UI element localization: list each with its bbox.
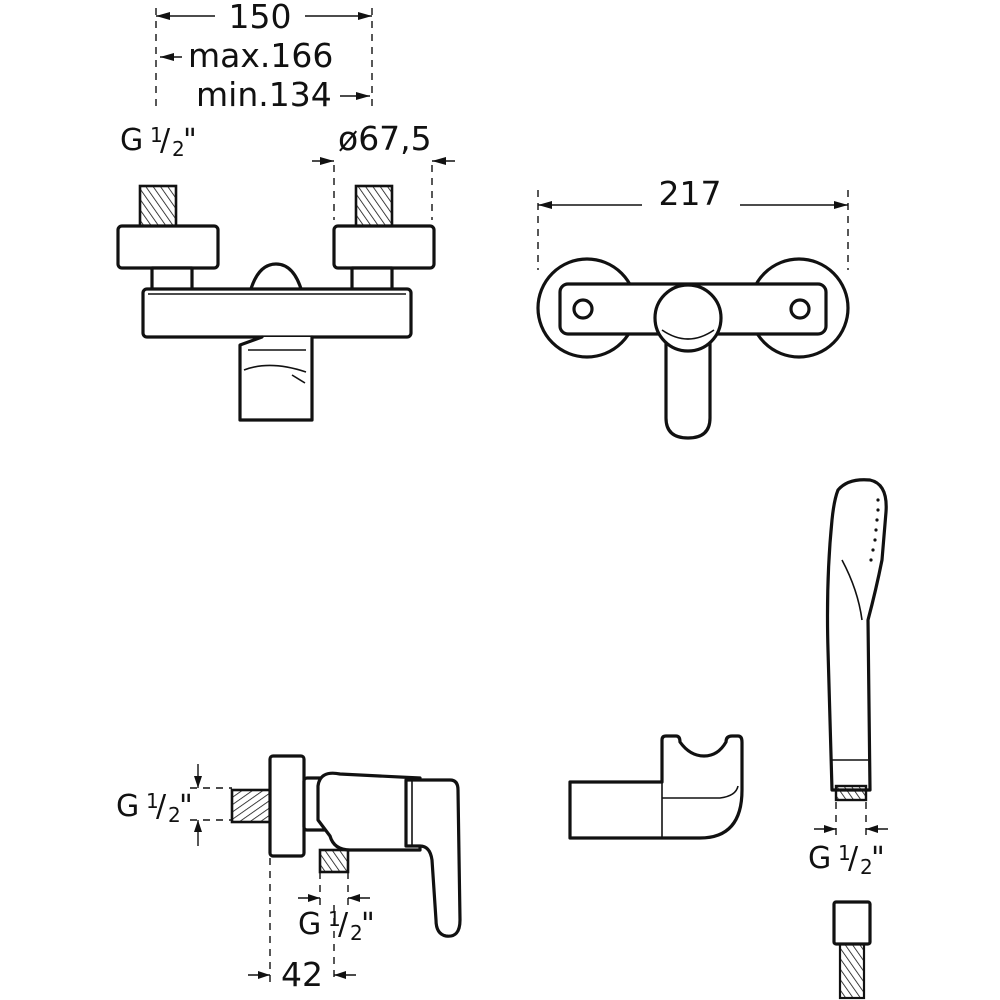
svg-text:G: G <box>808 841 831 876</box>
svg-text:": " <box>361 907 375 942</box>
svg-text:2: 2 <box>350 921 363 945</box>
dim-line-thread-side <box>190 764 232 846</box>
thread-label-bottom: G 1 / 2 " <box>298 907 375 945</box>
thread-slash: / <box>160 123 171 158</box>
dim-line-min134 <box>340 92 370 100</box>
svg-text:2: 2 <box>168 803 181 827</box>
shower-thread <box>834 784 868 802</box>
svg-text:G: G <box>116 789 139 824</box>
dim-150-label: 150 <box>229 0 292 36</box>
screw-left <box>572 298 594 320</box>
lever-dome <box>248 262 304 294</box>
dim-line-diameter <box>312 157 455 165</box>
screw-right <box>789 298 811 320</box>
outlet-front <box>238 335 314 422</box>
escutcheon-right <box>332 224 436 270</box>
connector-left <box>150 266 194 292</box>
svg-text:2: 2 <box>860 855 873 879</box>
dim-line-thread-shower <box>814 825 888 833</box>
side-outlet-thread <box>318 848 350 874</box>
svg-text:/: / <box>156 789 167 824</box>
dim-line-thread-bottom <box>298 894 370 902</box>
dim-max166-label: max.166 <box>188 36 333 75</box>
wall-bracket <box>568 734 744 840</box>
top-view: 217 <box>536 174 850 440</box>
escutcheon-left <box>116 224 220 270</box>
svg-text:/: / <box>848 841 859 876</box>
svg-text:1: 1 <box>838 841 851 865</box>
top-lever <box>664 338 712 440</box>
svg-text:1: 1 <box>146 789 159 813</box>
shower-nozzles <box>869 498 880 562</box>
shower-head <box>825 478 888 792</box>
dim-min134-label: min.134 <box>196 75 332 114</box>
inlet-thread-left <box>138 184 178 228</box>
dim-line-42 <box>248 971 356 979</box>
side-body <box>316 771 422 852</box>
hose <box>838 942 866 1000</box>
side-lever <box>404 778 462 938</box>
thread-label-front: G 1 / 2 " <box>120 123 197 161</box>
side-escutcheon <box>268 754 306 858</box>
thread-letter: G <box>120 123 143 158</box>
side-view: G 1 / 2 " G 1 / 2 <box>116 754 462 994</box>
thread-label-shower: G 1 / 2 " <box>808 841 885 879</box>
dim-diameter-label: ø67,5 <box>338 119 432 158</box>
thread-denominator: 2 <box>172 137 185 161</box>
dim-42-label: 42 <box>281 955 323 994</box>
dim-line-217 <box>538 201 848 209</box>
svg-text:": " <box>871 841 885 876</box>
svg-text:": " <box>179 789 193 824</box>
thread-quote: " <box>183 123 197 158</box>
front-view: 150 max.166 min.134 G 1 / 2 " ø67,5 <box>116 0 455 422</box>
hand-shower: G 1 / 2 " <box>808 478 888 1000</box>
mixer-body-front <box>141 287 413 339</box>
thread-label-side: G 1 / 2 " <box>116 789 193 827</box>
bracket-body <box>568 734 744 840</box>
top-lever-hub <box>653 283 723 353</box>
svg-text:/: / <box>338 907 349 942</box>
inlet-thread-right <box>354 184 394 228</box>
dim-line-max166 <box>160 53 182 61</box>
side-inlet-thread <box>230 788 272 824</box>
svg-text:G: G <box>298 907 321 942</box>
dim-217-label: 217 <box>659 174 722 213</box>
connector-right <box>350 266 394 292</box>
dim-line-150 <box>156 12 372 20</box>
thread-numerator: 1 <box>150 123 163 147</box>
hose-nut <box>832 900 872 946</box>
